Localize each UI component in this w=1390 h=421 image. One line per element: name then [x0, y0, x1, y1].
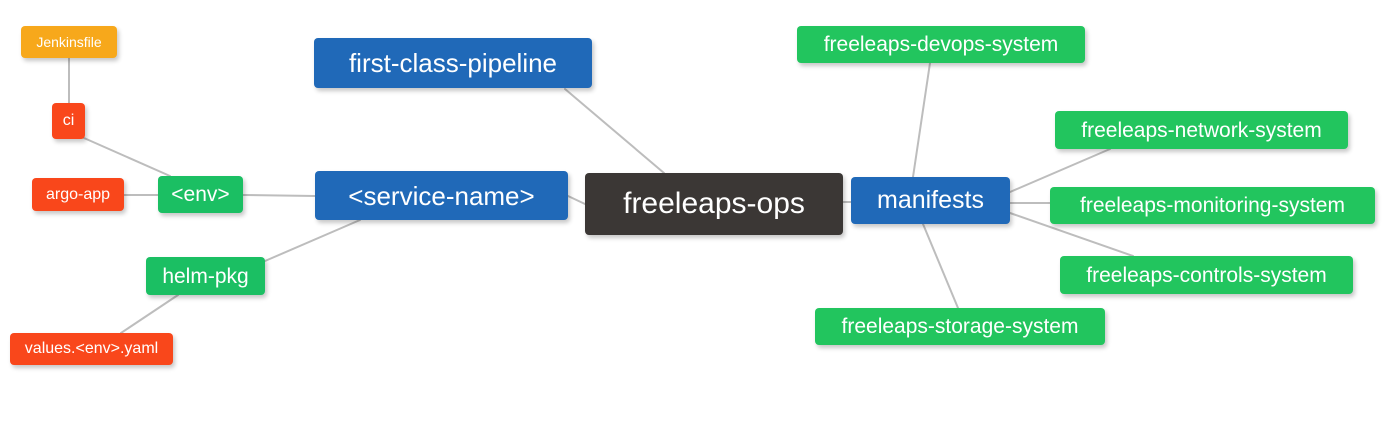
mindmap-edge	[567, 195, 586, 205]
mindmap-node-label: values.<env>.yaml	[24, 340, 159, 357]
mindmap-edge	[1009, 148, 1111, 193]
mindmap-node-freeleaps-controls-system[interactable]: freeleaps-controls-system	[1060, 256, 1353, 294]
mindmap-node-label: helm-pkg	[162, 264, 249, 288]
mindmap-node-freeleaps-monitoring-system[interactable]: freeleaps-monitoring-system	[1050, 187, 1375, 224]
mindmap-edge	[922, 223, 959, 309]
mindmap-edge	[83, 137, 171, 177]
mindmap-node-first-class-pipeline[interactable]: first-class-pipeline	[314, 38, 592, 88]
mindmap-node-label: freeleaps-monitoring-system	[1080, 194, 1345, 217]
mindmap-node-label: manifests	[877, 186, 984, 214]
mindmap-node-freeleaps-storage-system[interactable]: freeleaps-storage-system	[815, 308, 1105, 345]
mindmap-node-label: freeleaps-controls-system	[1086, 263, 1327, 287]
mindmap-node-label: freeleaps-ops	[623, 187, 805, 220]
mindmap-node-service-name[interactable]: <service-name>	[315, 171, 568, 220]
mindmap-node-freeleaps-network-system[interactable]: freeleaps-network-system	[1055, 111, 1348, 149]
mindmap-node-freeleaps-devops-system[interactable]: freeleaps-devops-system	[797, 26, 1085, 63]
mindmap-node-freeleaps-ops[interactable]: freeleaps-ops	[585, 173, 843, 235]
mindmap-edge	[912, 62, 931, 178]
mindmap-node-label: first-class-pipeline	[348, 48, 558, 78]
mindmap-node-manifests[interactable]: manifests	[851, 177, 1010, 224]
mindmap-edge	[120, 294, 179, 334]
mindmap-edge	[564, 88, 665, 174]
mindmap-edge	[242, 194, 316, 197]
mindmap-node-argo-app[interactable]: argo-app	[32, 178, 124, 211]
mindmap-node-env[interactable]: <env>	[158, 176, 243, 213]
mindmap-node-jenkinsfile[interactable]: Jenkinsfile	[21, 26, 117, 58]
mindmap-node-label: <env>	[171, 183, 230, 206]
mindmap-node-label: ci	[62, 112, 75, 129]
mindmap-node-label: Jenkinsfile	[36, 34, 102, 50]
mindmap-node-helm-pkg[interactable]: helm-pkg	[146, 257, 265, 295]
mindmap-node-values-yaml[interactable]: values.<env>.yaml	[10, 333, 173, 365]
mindmap-edge	[264, 219, 361, 262]
mindmap-node-label: freeleaps-network-system	[1081, 118, 1322, 142]
mindmap-node-label: freeleaps-devops-system	[823, 33, 1059, 56]
mindmap-node-label: <service-name>	[348, 180, 535, 211]
mindmap-node-ci[interactable]: ci	[52, 103, 85, 139]
mindmap-node-label: argo-app	[45, 185, 111, 203]
mindmap-node-label: freeleaps-storage-system	[841, 315, 1079, 338]
